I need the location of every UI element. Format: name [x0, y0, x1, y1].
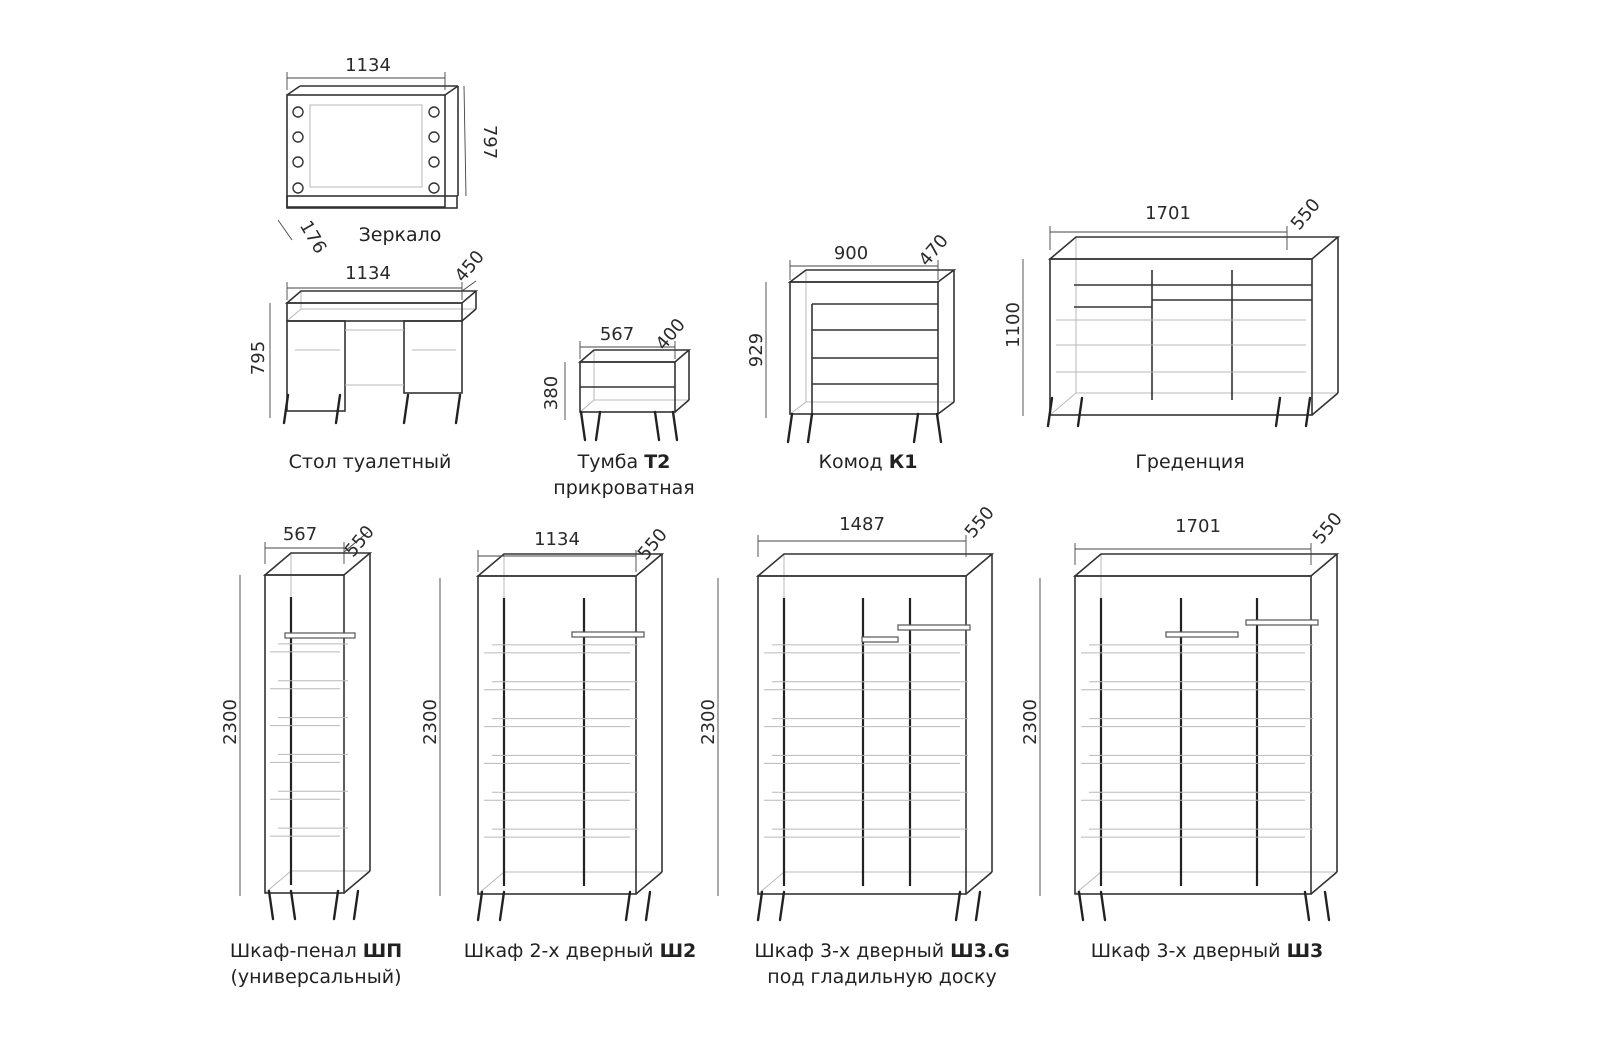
chest-model-code: К1 — [889, 451, 918, 473]
credenza-drawing — [1022, 226, 1341, 428]
mirror-height-dim: 797 — [479, 125, 500, 159]
table-caption-text: Стол туалетный — [289, 451, 452, 473]
credenza-width-dim: 1701 — [1145, 203, 1191, 224]
w3-model-code: Ш3 — [1287, 940, 1324, 962]
nightstand-caption-line2: прикроватная — [553, 477, 694, 499]
wardrobe-2-drawing — [439, 550, 665, 922]
mirror-caption: Зеркало — [359, 224, 442, 246]
pencil-case-drawing — [239, 531, 373, 921]
table-depth-dim: 450 — [451, 247, 489, 287]
credenza-caption: Греденция — [1135, 451, 1244, 473]
credenza-depth-dim: 550 — [1287, 195, 1325, 235]
mirror-drawing — [277, 72, 467, 241]
nightstand-height-dim: 380 — [541, 376, 562, 410]
w3g-caption: Шкаф 3-х дверный Ш3.G — [754, 940, 1009, 962]
nightstand-depth-dim: 400 — [652, 315, 690, 355]
w2-caption: Шкаф 2-х дверный Ш2 — [464, 940, 697, 962]
nightstand-caption: Тумба Т2 — [577, 451, 671, 473]
credenza-height-dim: 1100 — [1003, 302, 1024, 348]
table-caption: Стол туалетный — [289, 451, 452, 473]
w3g-caption-text: Шкаф 3-х дверный — [754, 940, 950, 962]
nightstand-drawing — [564, 341, 692, 442]
wardrobe-2-depth-dim: 550 — [634, 525, 672, 565]
wardrobe-3-width-dim: 1701 — [1175, 516, 1221, 537]
drawings — [239, 72, 1341, 922]
pencil-caption-line2: (универсальный) — [231, 966, 402, 988]
nightstand-width-dim: 567 — [600, 324, 634, 345]
chest-caption: Комод К1 — [818, 451, 917, 473]
wardrobe-3-depth-dim: 550 — [1309, 509, 1347, 549]
pencil-caption: Шкаф-пенал ШП — [230, 940, 402, 962]
w3g-model-code: Ш3.G — [950, 940, 1010, 962]
w3g-caption-line2: под гладильную доску — [767, 966, 996, 988]
wardrobe-2-height-dim: 2300 — [420, 699, 441, 745]
wardrobe-3g-drawing — [717, 535, 995, 922]
chest-drawing — [765, 260, 957, 444]
chest-caption-text: Комод — [818, 451, 888, 473]
table-height-dim: 795 — [248, 341, 269, 375]
chest-width-dim: 900 — [834, 243, 868, 264]
nightstand-model-code: Т2 — [644, 451, 670, 473]
wardrobe-3g-width-dim: 1487 — [839, 514, 885, 535]
wardrobe-3g-height-dim: 2300 — [698, 699, 719, 745]
pencil-model-code: ШП — [363, 940, 402, 962]
chest-height-dim: 929 — [746, 333, 767, 367]
mirror-depth-dim: 176 — [295, 217, 330, 257]
w2-caption-text: Шкаф 2-х дверный — [464, 940, 660, 962]
w3-caption-text: Шкаф 3-х дверный — [1091, 940, 1287, 962]
credenza-caption-text: Греденция — [1135, 451, 1244, 473]
pencil-width-dim: 567 — [283, 524, 317, 545]
w2-model-code: Ш2 — [660, 940, 697, 962]
pencil-depth-dim: 550 — [341, 522, 379, 562]
wardrobe-2-width-dim: 1134 — [534, 529, 580, 550]
mirror-caption-text: Зеркало — [359, 224, 442, 246]
table-drawing — [269, 280, 479, 425]
mirror-width-dim: 1134 — [345, 55, 391, 76]
pencil-height-dim: 2300 — [220, 699, 241, 745]
table-width-dim: 1134 — [345, 263, 391, 284]
nightstand-caption-text: Тумба — [577, 451, 645, 473]
wardrobe-3-drawing — [1039, 543, 1340, 922]
wardrobe-3-height-dim: 2300 — [1020, 699, 1041, 745]
chest-depth-dim: 470 — [915, 231, 953, 271]
w3-caption: Шкаф 3-х дверный Ш3 — [1091, 940, 1324, 962]
pencil-caption-text: Шкаф-пенал — [230, 940, 363, 962]
